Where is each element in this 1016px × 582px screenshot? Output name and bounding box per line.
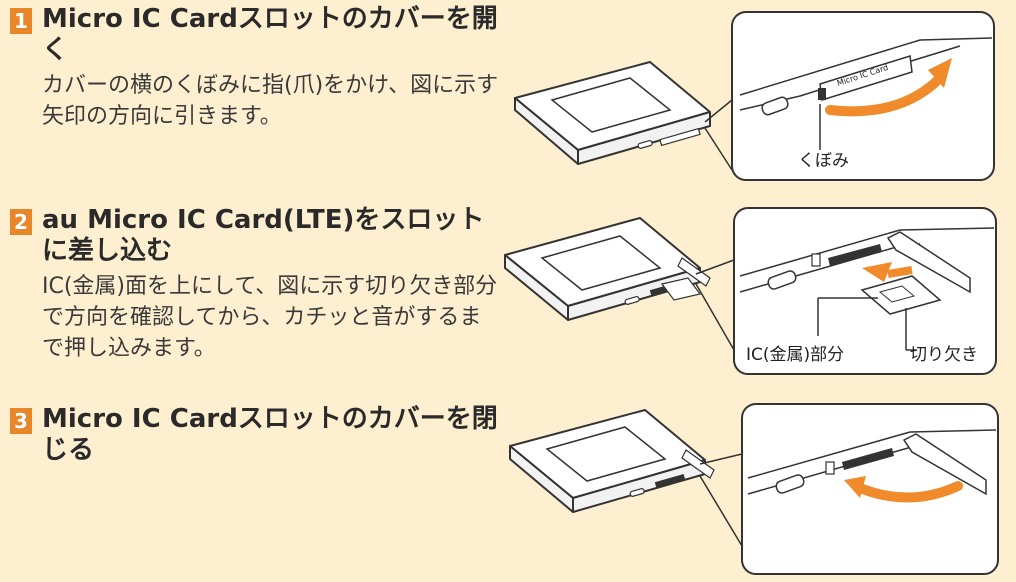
- callout-label: くぼみ: [798, 151, 849, 171]
- zoom-detail: Micro IC Card くぼみ: [731, 11, 995, 181]
- step-title: Micro IC Cardスロットのカバーを閉じる: [42, 404, 498, 465]
- device-icon: [504, 217, 711, 321]
- zoom-detail: [741, 403, 999, 575]
- close-arrow-icon: [855, 481, 963, 503]
- device-icon: [514, 61, 711, 165]
- step-title: Micro IC Cardスロットのカバーを開く: [42, 4, 498, 65]
- step-number-badge: 1: [10, 8, 32, 34]
- step-1: 1 Micro IC Cardスロットのカバーを開く カバーの横のくぼみに指(爪…: [10, 4, 500, 132]
- illustration-step-1: Micro IC Card くぼみ: [514, 11, 995, 181]
- step-title: au Micro IC Card(LTE)をスロットに差し込む: [42, 205, 485, 266]
- step-number-badge: 3: [10, 408, 32, 434]
- step-3: 3 Micro IC Cardスロットのカバーを閉じる: [10, 404, 500, 466]
- step-2: 2 au Micro IC Card(LTE)をスロットに差し込む IC(金属)…: [10, 205, 500, 364]
- step-body: IC(金属)面を上にして、図に示す切り欠き部分で方向を確認してから、カチッと音が…: [42, 274, 498, 361]
- illustration-step-2: IC(金属)部分 切り欠き: [504, 207, 997, 375]
- open-arrow-icon: [825, 73, 945, 117]
- zoom-detail: IC(金属)部分 切り欠き: [733, 207, 997, 375]
- insert-arrow-icon: [862, 262, 892, 282]
- illustration-step-3: [509, 403, 999, 575]
- callout-label: IC(金属)部分: [746, 345, 844, 365]
- step-body: カバーの横のくぼみに指(爪)をかけ、図に示す矢印の方向に引きます。: [42, 73, 499, 129]
- callout-label: 切り欠き: [910, 345, 978, 365]
- device-icon: [509, 409, 715, 513]
- step-number-badge: 2: [10, 209, 32, 235]
